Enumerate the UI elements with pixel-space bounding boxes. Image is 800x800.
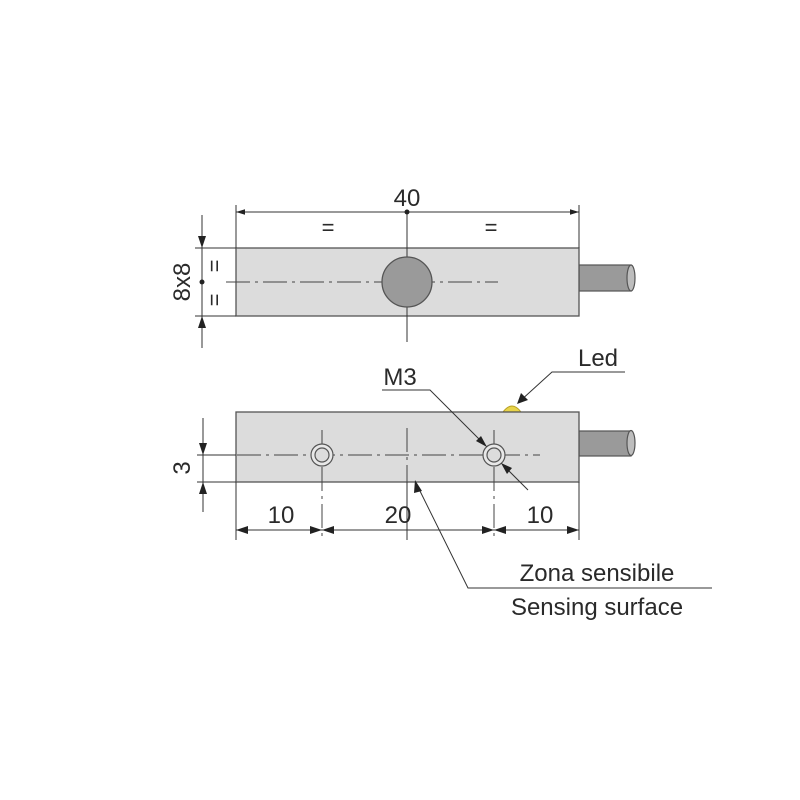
top-cable [578, 264, 636, 292]
led-leader [518, 371, 625, 403]
side-cable [578, 429, 636, 457]
height-label: 3 [169, 461, 196, 474]
sensing-label-it: Zona sensibile [520, 560, 675, 587]
mounting-hole-right [482, 443, 506, 467]
sensing-surface-leader [417, 486, 712, 589]
led-label: Led [578, 345, 618, 372]
thread-leader [382, 389, 486, 446]
mounting-hole-left [310, 443, 334, 467]
thread-label: M3 [383, 364, 416, 391]
length-label: 40 [394, 185, 421, 212]
sensing-face-circle [381, 256, 433, 308]
top-view: 40 = = 8x8 = = [169, 185, 636, 348]
equal-mark-right: = [485, 215, 498, 240]
led-indicator [501, 405, 523, 413]
spacing-left-label: 10 [268, 502, 295, 529]
side-view: 3 M3 Led 10 20 10 Zona sensibile Sensing… [169, 345, 712, 621]
spacing-middle-label: 20 [385, 502, 412, 529]
equal-mark-upper: = [202, 260, 227, 273]
equal-mark-lower: = [202, 294, 227, 307]
equal-mark-left: = [322, 215, 335, 240]
sensing-label-en: Sensing surface [511, 594, 683, 621]
spacing-right-label: 10 [527, 502, 554, 529]
section-label: 8x8 [169, 263, 196, 302]
